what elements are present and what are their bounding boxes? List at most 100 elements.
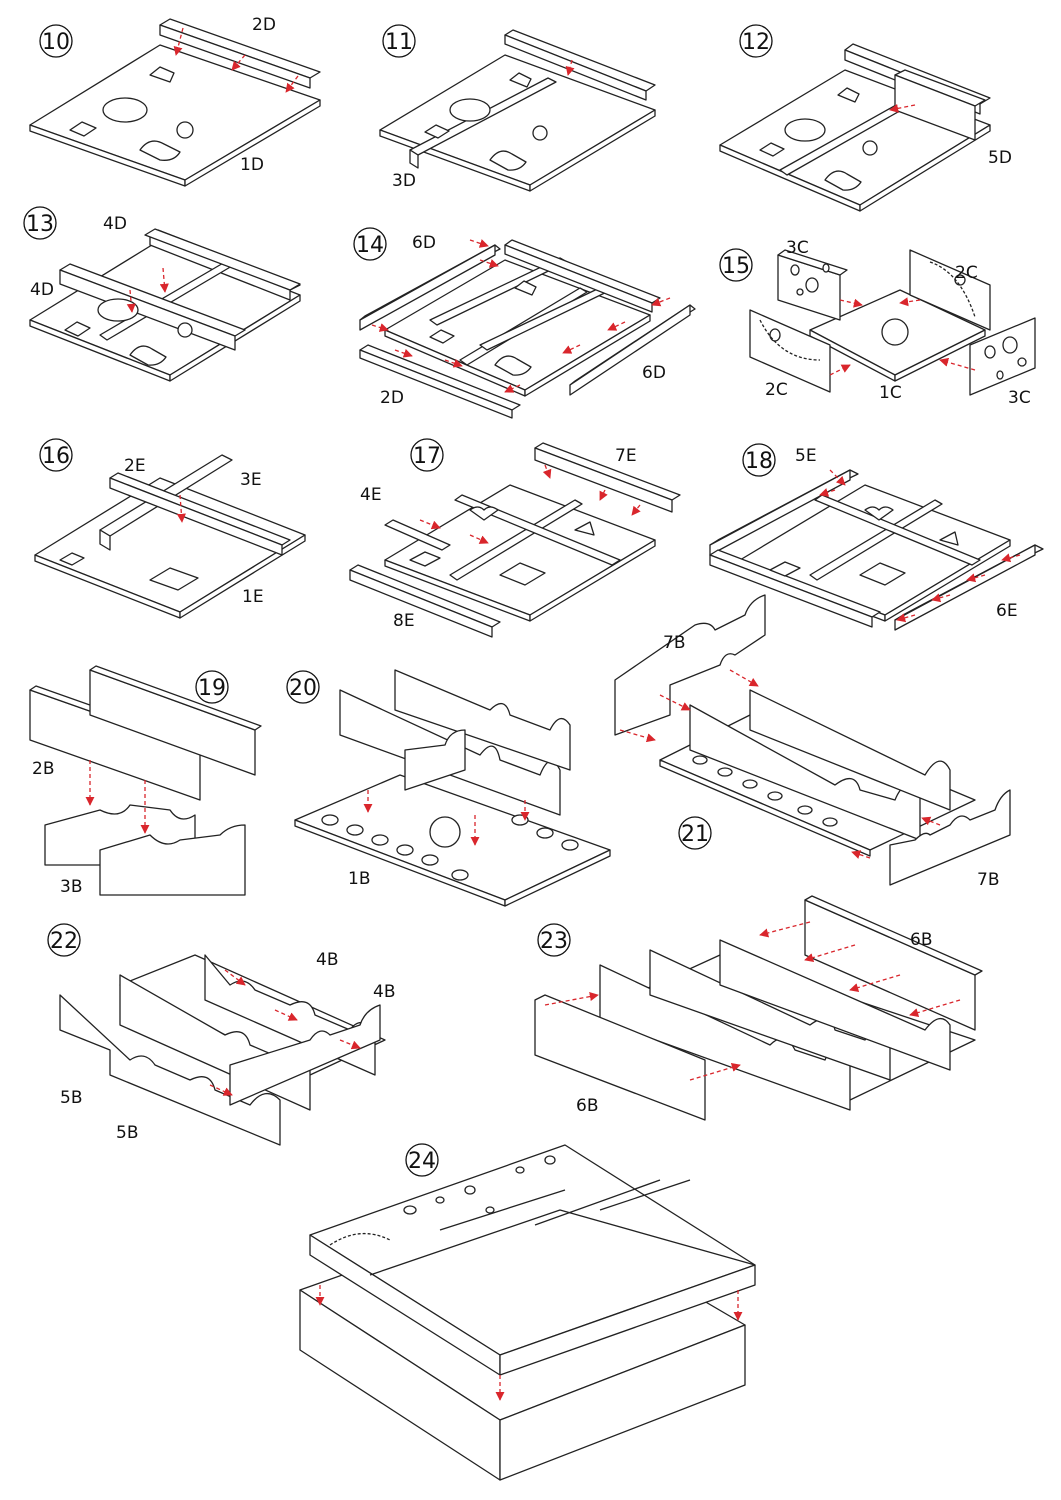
part-label: 5B	[60, 1088, 82, 1108]
arrow	[544, 992, 599, 1006]
board-7b	[614, 594, 766, 736]
step-number: 18	[745, 449, 773, 474]
step-number: 15	[722, 254, 750, 279]
part-label: 3C	[786, 238, 809, 258]
step-17	[349, 442, 681, 638]
step-19	[29, 665, 262, 896]
step-number-circle	[286, 670, 320, 704]
step-number-circle	[678, 816, 712, 850]
arrow	[921, 816, 941, 826]
part-label: 7B	[663, 633, 685, 653]
arrow	[889, 103, 916, 113]
step-22	[59, 954, 386, 1146]
step-number-circle	[23, 206, 57, 240]
step-number-circle	[47, 923, 81, 957]
arrow	[176, 494, 186, 523]
step-number-circle	[739, 24, 773, 58]
step-number: 22	[50, 929, 78, 954]
step-number: 21	[681, 822, 709, 847]
arrow	[759, 921, 811, 938]
part-label: 7B	[977, 870, 999, 890]
part-label: 5B	[116, 1123, 138, 1143]
arrow	[659, 694, 691, 711]
arrow	[371, 323, 389, 332]
part-label: 2C	[765, 380, 788, 400]
step-13	[29, 228, 301, 382]
arrow	[126, 289, 136, 313]
step-14	[359, 239, 696, 419]
part-label: 3B	[60, 877, 82, 897]
part-label: 2B	[32, 759, 54, 779]
arrow	[469, 239, 489, 248]
part-label: 6B	[910, 930, 932, 950]
step-21	[614, 594, 1011, 886]
part-label: 1B	[348, 869, 370, 889]
part-label: 5D	[988, 148, 1012, 168]
arrow	[851, 850, 871, 859]
arrow	[651, 297, 671, 307]
step-12	[719, 43, 991, 212]
part-label: 6D	[642, 363, 666, 383]
part-label: 3E	[240, 470, 262, 490]
arrow	[909, 999, 961, 1018]
wall-2c	[909, 249, 991, 331]
arrow	[469, 534, 489, 544]
arrow	[804, 944, 856, 963]
part-label: 4D	[30, 280, 54, 300]
step-number-circle	[410, 438, 444, 472]
arrow	[339, 1039, 361, 1050]
step-number-circle	[405, 1143, 439, 1177]
arrow	[565, 59, 575, 76]
step-number-circle	[39, 24, 73, 58]
board-4e	[384, 519, 451, 551]
arrow	[285, 75, 299, 93]
step-20	[294, 669, 611, 907]
board-4d	[144, 228, 301, 291]
step-number-circle	[719, 248, 753, 282]
arrow	[599, 489, 608, 501]
arrow	[829, 469, 846, 486]
part-label: 8E	[393, 611, 415, 631]
arrow	[562, 344, 581, 354]
arrow	[899, 297, 921, 307]
part-label: 2D	[380, 388, 404, 408]
arrow	[542, 464, 552, 479]
arrow	[729, 669, 759, 687]
step-number-circle	[742, 443, 776, 477]
step-number-circle	[353, 227, 387, 261]
part-label: 4B	[373, 982, 395, 1002]
arrow	[479, 259, 499, 268]
step-18	[709, 469, 1044, 631]
arrow	[839, 298, 863, 308]
board-7e	[534, 442, 681, 501]
step-number: 24	[408, 1149, 436, 1174]
part-label: 6B	[576, 1096, 598, 1116]
arrow	[1001, 553, 1021, 563]
arrow	[931, 593, 951, 603]
step-number: 10	[42, 30, 70, 55]
part-label: 7E	[615, 446, 637, 466]
step-number: 16	[42, 444, 70, 469]
step-number: 12	[742, 30, 770, 55]
wall-2c	[749, 309, 831, 393]
arrow	[504, 384, 521, 393]
step-number-circle	[195, 670, 229, 704]
part-label: 2E	[124, 456, 146, 476]
arrow	[231, 54, 246, 71]
arrow	[607, 321, 626, 331]
arrow	[966, 573, 986, 583]
board-6b	[534, 994, 706, 1121]
arrow	[619, 729, 656, 743]
step-number: 11	[385, 30, 413, 55]
arrow	[689, 1062, 741, 1081]
step-number: 23	[540, 929, 568, 954]
part-label: 1E	[242, 587, 264, 607]
step-number: 19	[198, 676, 226, 701]
part-label: 4D	[103, 214, 127, 234]
part-label: 1D	[240, 155, 264, 175]
step-number-circle	[39, 438, 73, 472]
step-16	[34, 454, 306, 619]
step-number: 17	[413, 444, 441, 469]
part-label: 1C	[879, 383, 902, 403]
wall-3c	[969, 317, 1036, 396]
